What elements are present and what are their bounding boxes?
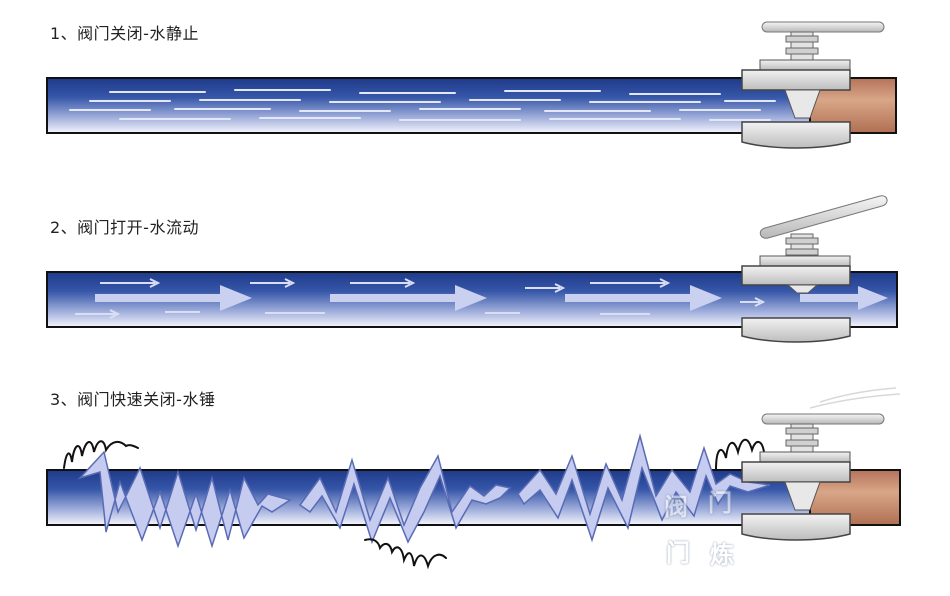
gate-wedge-1 (784, 89, 821, 119)
step-1-label: 1、阀门关闭-水静止 (50, 24, 199, 43)
step-2-label: 2、阀门打开-水流动 (50, 218, 199, 237)
watermark-char-2: 门 (708, 488, 732, 517)
gate-wedge-3 (784, 481, 821, 511)
noise-squiggles (63, 438, 765, 570)
valve-body-1 (741, 121, 851, 149)
handwheel-2 (759, 195, 888, 239)
handle-motion-lines (809, 387, 901, 409)
gate-valve-2 (741, 195, 888, 343)
valve-body-3 (741, 513, 851, 541)
valve-bonnet-1 (759, 59, 851, 71)
noise-squiggle-valve (715, 438, 765, 471)
shock-wave-zigzags (77, 433, 771, 549)
gate-valve-3 (741, 413, 885, 541)
pipe-1 (46, 77, 838, 134)
valve-body-2 (741, 317, 851, 343)
watermark-char-3: 门 (666, 538, 690, 567)
handwheel-1 (761, 21, 885, 33)
noise-squiggle-bottom (364, 538, 447, 570)
section-3-water-hammer (46, 387, 901, 570)
flow-arrows-2 (95, 285, 888, 311)
watermark-seal: 阀 门 门 炼 (660, 477, 760, 581)
noise-squiggle-left (63, 440, 139, 469)
gate-wedge-2 (786, 284, 819, 294)
valve-bonnet-3 (759, 451, 851, 463)
step-3-label: 3、阀门快速关闭-水锤 (50, 390, 216, 409)
section-2-valve-open (46, 195, 898, 343)
valve-bonnet-2 (759, 255, 851, 267)
watermark-char-1: 阀 (664, 492, 688, 521)
watermark-char-4: 炼 (710, 540, 734, 569)
handwheel-3 (761, 413, 885, 425)
small-flow-arrows-2 (75, 278, 766, 319)
still-water-streaks-1 (69, 89, 776, 121)
gate-valve-1 (741, 21, 885, 149)
section-1-valve-closed (46, 21, 897, 149)
